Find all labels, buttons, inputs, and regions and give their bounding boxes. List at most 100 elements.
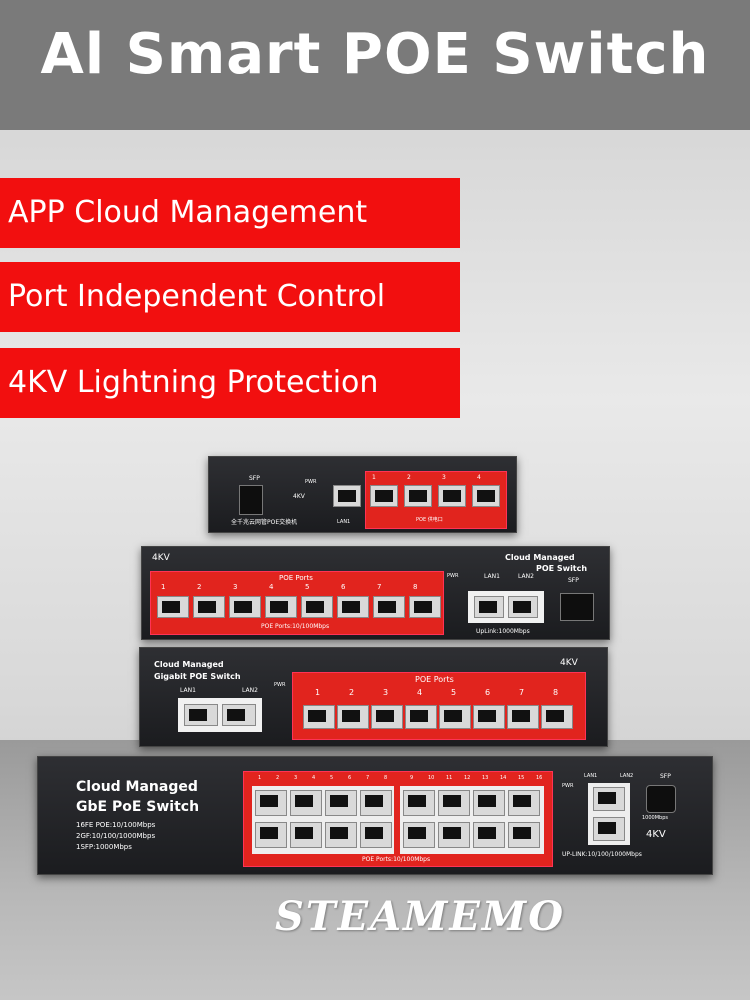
poe-port — [404, 485, 432, 507]
poe-port — [325, 790, 357, 816]
uplink-panel — [588, 783, 630, 845]
port-number: 3 — [383, 688, 389, 697]
poe-port — [373, 596, 405, 618]
port-number: 2 — [276, 775, 280, 781]
port-number: 4 — [312, 775, 316, 781]
poe-panel: 1 2 3 4 5 6 7 8 9 10 11 12 13 14 15 16 — [243, 771, 553, 867]
port-number: 7 — [519, 688, 525, 697]
poe-label: POE 供电口 — [416, 517, 443, 523]
port-block-right — [400, 786, 544, 854]
sfp-slot — [560, 593, 594, 621]
sfp-label: SFP — [249, 475, 260, 482]
port-number: 2 — [197, 583, 202, 591]
lan-label: LAN1 — [337, 519, 351, 525]
poe-port — [473, 822, 505, 848]
uplink-label: UP-LINK:10/100/1000Mbps — [562, 851, 642, 858]
poe-port — [472, 485, 500, 507]
uplink-panel — [468, 591, 544, 623]
poe-port — [409, 596, 441, 618]
port-number: 16 — [536, 775, 543, 781]
poe-port — [371, 705, 403, 729]
feature-banner-port-control: Port Independent Control — [0, 262, 460, 332]
brand-watermark: STEAMEMO — [274, 893, 566, 940]
sfp-speed-label: 1000Mbps — [642, 815, 668, 821]
port-number: 5 — [451, 688, 457, 697]
poe-speed-label: POE Ports:10/100Mbps — [261, 623, 330, 630]
poe-port — [473, 790, 505, 816]
poe-port — [403, 822, 435, 848]
port-number: 3 — [233, 583, 238, 591]
lan-port — [222, 704, 256, 726]
pwr-label: PWR — [305, 479, 317, 485]
brand-line2: Gigabit POE Switch — [154, 672, 241, 681]
lan-panel — [178, 698, 262, 732]
poe-port — [337, 705, 369, 729]
feature-banner-lightning: 4KV Lightning Protection — [0, 348, 460, 418]
poe-port — [337, 596, 369, 618]
pwr-label: PWR — [562, 783, 574, 789]
poe-port — [360, 822, 392, 848]
pwr-label: PWR — [447, 573, 459, 579]
lan2-label: LAN2 — [518, 573, 534, 580]
poe-ports-label: POE Ports — [279, 574, 313, 582]
lan-port — [333, 485, 361, 507]
poe-port — [301, 596, 333, 618]
port-number: 11 — [446, 775, 453, 781]
poe-port — [507, 705, 539, 729]
poe-port — [403, 790, 435, 816]
pwr-label: PWR — [274, 682, 286, 688]
kv-label: 4KV — [152, 553, 170, 563]
port-number: 5 — [305, 583, 310, 591]
poe-port — [508, 822, 540, 848]
sfp-label: SFP — [568, 577, 579, 584]
poe-panel: POE Ports 1 2 3 4 5 6 7 8 POE Ports:10/1… — [150, 571, 444, 635]
port-number: 3 — [442, 474, 446, 481]
uplink-label: UpLink:1000Mbps — [476, 628, 530, 635]
poe-port — [439, 705, 471, 729]
poe-port — [265, 596, 297, 618]
port-number: 1 — [161, 583, 166, 591]
port-number: 1 — [258, 775, 262, 781]
brand-line2: POE Switch — [536, 564, 588, 573]
page-title: Al Smart POE Switch — [40, 22, 710, 87]
switch-4-port: SFP PWR 4KV 全千兆云网管POE交换机 LAN1 1 2 3 4 PO… — [208, 456, 517, 533]
poe-port — [290, 822, 322, 848]
port-number: 8 — [413, 583, 418, 591]
port-number: 9 — [410, 775, 414, 781]
brand-line1: Cloud Managed — [505, 553, 575, 562]
lan-port — [593, 817, 625, 841]
poe-port — [229, 596, 261, 618]
lan2-label: LAN2 — [242, 687, 258, 694]
port-number: 14 — [500, 775, 507, 781]
poe-panel: 1 2 3 4 POE 供电口 — [365, 471, 507, 529]
lan1-label: LAN1 — [584, 773, 598, 779]
poe-port — [473, 705, 505, 729]
header-band — [0, 0, 750, 130]
port-number: 15 — [518, 775, 525, 781]
port-number: 4 — [269, 583, 274, 591]
port-number: 8 — [384, 775, 388, 781]
brand-line2: GbE PoE Switch — [76, 799, 200, 815]
port-number: 1 — [315, 688, 321, 697]
switch-gigabit-8-port: Cloud Managed Gigabit POE Switch LAN1 LA… — [139, 647, 608, 747]
poe-port — [303, 705, 335, 729]
lan-port — [508, 596, 538, 618]
port-number: 12 — [464, 775, 471, 781]
poe-port — [438, 485, 466, 507]
poe-port — [157, 596, 189, 618]
port-number: 4 — [417, 688, 423, 697]
poe-panel: POE Ports 1 2 3 4 5 6 7 8 — [292, 672, 586, 740]
switch-16-port: Cloud Managed GbE PoE Switch 16FE POE:10… — [37, 756, 713, 875]
lan2-label: LAN2 — [620, 773, 634, 779]
poe-port — [360, 790, 392, 816]
poe-port — [438, 822, 470, 848]
lan-port — [474, 596, 504, 618]
poe-ports-label: POE Ports — [415, 675, 454, 684]
port-block-left — [252, 786, 394, 854]
spec-line1: 16FE POE:10/100Mbps — [76, 821, 156, 829]
model-text: 全千兆云网管POE交换机 — [231, 519, 298, 526]
sfp-slot — [646, 785, 676, 813]
port-number: 2 — [407, 474, 411, 481]
poe-speed-label: POE Ports:10/100Mbps — [362, 856, 431, 863]
lan1-label: LAN1 — [484, 573, 500, 580]
